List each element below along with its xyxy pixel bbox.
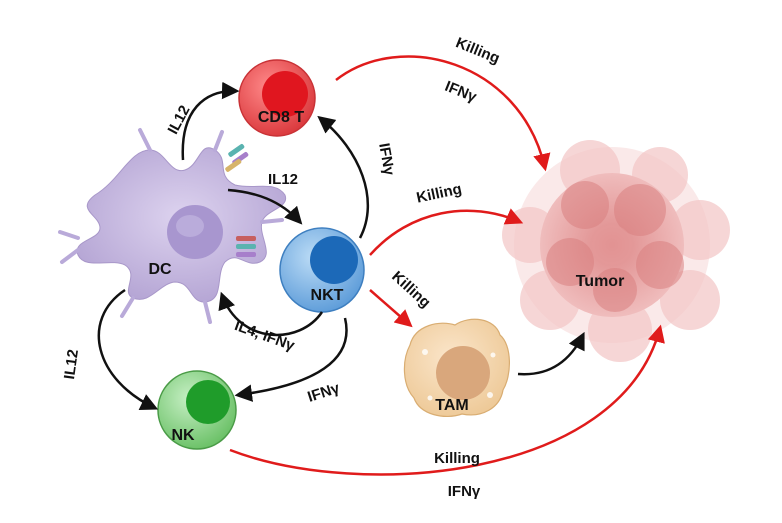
nk-label: NK bbox=[171, 427, 195, 444]
arrow-nk-to-tumor bbox=[229, 324, 665, 476]
nkt-label: NKT bbox=[311, 287, 344, 304]
tam-nucleus bbox=[436, 346, 490, 400]
cd8-t-label: CD8 T bbox=[258, 109, 304, 126]
label-nkt-nk: IFNγ bbox=[306, 379, 343, 405]
arrow-nkt-to-tam bbox=[369, 289, 413, 328]
dendritic-cell: DC bbox=[58, 128, 287, 324]
arrow-nkt-to-dc bbox=[218, 291, 324, 337]
tumor-cell: Tumor bbox=[502, 140, 730, 362]
arrow-dc-to-cd8t bbox=[181, 81, 240, 161]
tumor-label: Tumor bbox=[576, 273, 625, 290]
arrow-cd8t-to-tumor bbox=[335, 55, 551, 172]
label-nk-tumor-ifng: IFNγ bbox=[448, 483, 481, 500]
label-nkt-tam-killing: Killing bbox=[388, 268, 433, 311]
arrow-tam-to-tumor bbox=[517, 331, 585, 376]
label-nkt-dc: IL4, IFNγ bbox=[232, 317, 297, 355]
nkt-nucleus bbox=[310, 236, 358, 284]
label-cd8t-tumor-killing: Killing bbox=[453, 34, 502, 67]
label-nkt-tumor-killing: Killing bbox=[415, 181, 463, 207]
cd8-t-cell: CD8 T bbox=[238, 59, 316, 137]
label-nkt-cd8t: IFNγ bbox=[375, 142, 398, 178]
tam-cell: TAM bbox=[403, 318, 510, 418]
label-dc-nk: IL12 bbox=[61, 348, 82, 380]
nk-cell: NK bbox=[157, 370, 237, 450]
cd8-t-nucleus bbox=[262, 71, 308, 117]
nkt-cell: NKT bbox=[279, 227, 365, 313]
arrow-nkt-to-nk bbox=[234, 317, 348, 402]
tam-label: TAM bbox=[435, 397, 468, 414]
label-nk-tumor-killing: Killing bbox=[434, 450, 480, 467]
nk-nucleus bbox=[186, 380, 230, 424]
label-dc-nkt: IL12 bbox=[268, 171, 298, 188]
arrow-dc-to-nk bbox=[97, 288, 159, 410]
arrow-dc-to-nkt bbox=[227, 188, 303, 225]
arrow-nkt-to-tumor bbox=[369, 208, 524, 256]
dc-label: DC bbox=[148, 261, 172, 278]
receptor-complex-dc-nkt bbox=[236, 236, 256, 257]
arrow-nkt-to-cd8t bbox=[317, 115, 369, 239]
receptor-complex-dc-cd8t bbox=[225, 143, 249, 172]
label-cd8t-tumor-ifng: IFNγ bbox=[442, 78, 479, 106]
